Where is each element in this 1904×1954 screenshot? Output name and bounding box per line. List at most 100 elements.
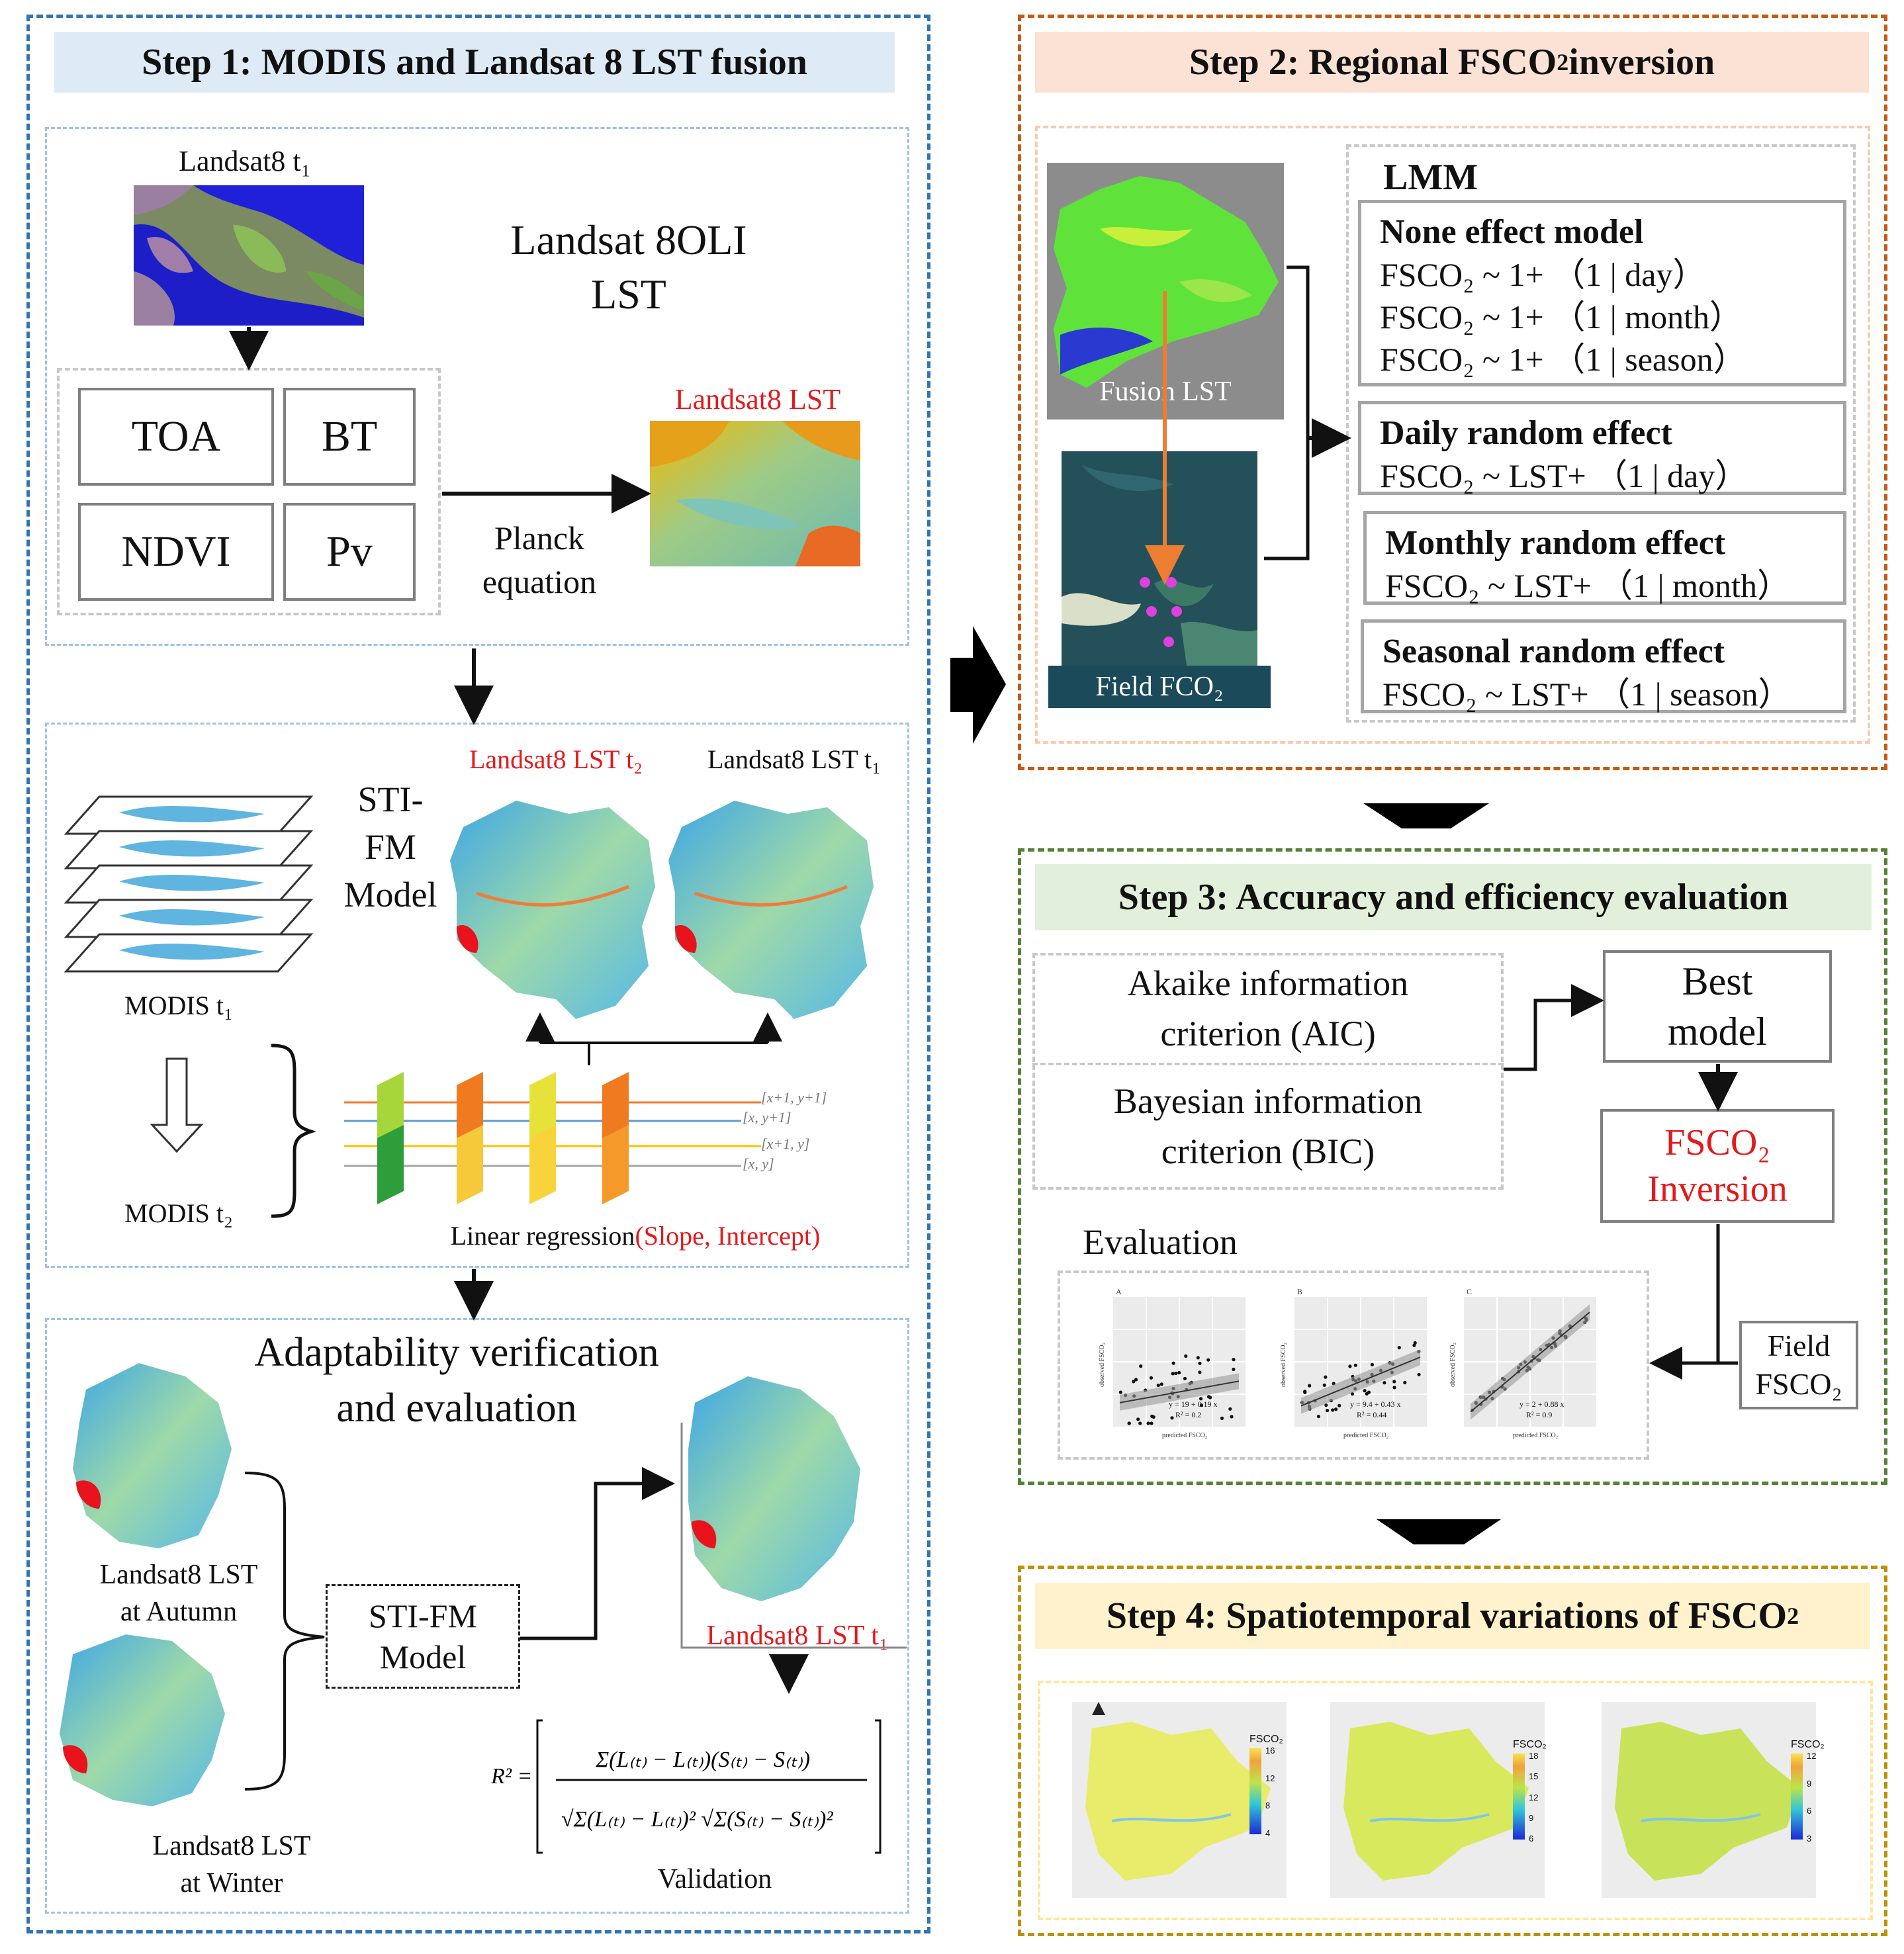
field-fco2-label: Field FCO₂ (1048, 666, 1271, 708)
scatter-point (1199, 1397, 1203, 1401)
scatter-point (1353, 1363, 1357, 1367)
scatter-point (1199, 1403, 1204, 1407)
band-toa: TOA (78, 388, 274, 486)
scatter-ylabel: observed FSCO₂ (1280, 1343, 1287, 1387)
legend-3-title: FSCO₂ (1791, 1739, 1825, 1750)
adapt-title: Adaptability verification and evaluation (254, 1330, 659, 1431)
scatter-point (1334, 1407, 1338, 1411)
scatter-point (1316, 1415, 1320, 1419)
scatter-tag: A (1116, 1288, 1122, 1296)
scatter-point (1134, 1378, 1138, 1382)
model-monthly: Monthly random effect FSCO₂ ~ LST+ （1 | … (1363, 511, 1846, 605)
legend-3-bar (1791, 1754, 1803, 1840)
field-fsco2-label: Field FSCO₂ (1755, 1329, 1842, 1401)
best-model-box: Best model (1603, 950, 1832, 1063)
field-image (1062, 451, 1257, 670)
scatter-point (1170, 1416, 1174, 1420)
down-arrow-2-3 (1363, 803, 1489, 828)
scatter-point (1136, 1417, 1140, 1421)
fsco2-map-2 (1330, 1702, 1545, 1898)
scatter-equation: y = 19 + 0.19 x (1169, 1399, 1218, 1409)
legend-1-bar (1249, 1748, 1261, 1834)
scatter-point (1324, 1375, 1328, 1379)
lst-t2-label: Landsat8 LST t₂ (469, 744, 643, 774)
landsat-lst-label: Landsat8 LST (674, 383, 841, 416)
legend-2-bar (1513, 1754, 1525, 1840)
scatter-point (1139, 1364, 1143, 1368)
scatter-fit-line (1119, 1380, 1240, 1403)
landsat-lst-image (650, 421, 860, 566)
stifm-box-label: STI-FM Model (369, 1597, 477, 1675)
step3-panel (1018, 848, 1887, 1485)
legend-1-title: FSCO₂ (1249, 1734, 1283, 1745)
scatter-point (1149, 1376, 1154, 1380)
scatter-point (1348, 1364, 1352, 1368)
landsat-t1-label: Landsat8 t₁ (179, 145, 311, 177)
evaluation-label: Evaluation (1083, 1222, 1238, 1262)
scatter-point (1174, 1371, 1178, 1376)
model-daily: Daily random effect FSCO₂ ~ LST+ （1 | da… (1358, 401, 1846, 495)
scatter-point (1196, 1356, 1200, 1360)
inversion-box: FSCO₂ Inversion (1600, 1109, 1835, 1223)
scatter-point (1324, 1403, 1328, 1407)
model-daily-name: Daily random effect (1380, 414, 1672, 452)
criteria-group (1032, 953, 1504, 1190)
model-none-name: None effect model (1380, 213, 1644, 251)
criteria-divider (1032, 1063, 1504, 1065)
model-seasonal: Seasonal random effect FSCO₂ ~ LST+ （1 |… (1361, 619, 1846, 713)
model-daily-eq: FSCO₂ ~ LST+ （1 | day） (1380, 457, 1748, 494)
validation-label: Validation (657, 1864, 772, 1894)
scatter-equation: y = 9.4 + 0.43 x (1350, 1399, 1401, 1409)
big-right-arrow (950, 626, 1006, 744)
band-ndvi: NDVI (78, 503, 274, 601)
scatter-point (1370, 1362, 1374, 1366)
scatter-fit-line (1470, 1311, 1590, 1413)
model-none: None effect model FSCO₂ ~ 1+ （1 | day） F… (1358, 200, 1846, 386)
landsat-t1-image (134, 185, 364, 326)
scatter-point (1206, 1395, 1211, 1399)
autumn-label: Landsat8 LST at Autumn (99, 1560, 258, 1627)
band-pv: Pv (283, 503, 416, 601)
scatter-point (1220, 1416, 1224, 1420)
scatter-point (1146, 1421, 1150, 1425)
scatter-point (1303, 1390, 1307, 1394)
model-none-eq1: FSCO₂ ~ 1+ （1 | day） (1380, 256, 1706, 293)
band-bt: BT (283, 388, 416, 486)
scatter-ylabel: observed FSCO₂ (1449, 1343, 1457, 1387)
scatter-xlabel: predicted FSCO₂ (1513, 1432, 1558, 1439)
scatter-point (1365, 1392, 1369, 1396)
model-none-eq2: FSCO₂ ~ 1+ （1 | month） (1380, 298, 1743, 335)
scatter-point (1206, 1358, 1210, 1362)
scatter-tag: C (1467, 1288, 1472, 1296)
grid-label-3: [x+1, y] (761, 1135, 810, 1152)
scatter-point (1177, 1370, 1181, 1375)
scatter-point (1184, 1354, 1188, 1358)
scatter-point (1392, 1380, 1396, 1384)
step4-inner (1038, 1681, 1873, 1920)
scatter-point (1171, 1372, 1175, 1376)
best-model-label: Best model (1668, 959, 1767, 1053)
aic-label: Akaike information criterion (AIC) (1127, 963, 1409, 1053)
scatter-point (1198, 1370, 1202, 1374)
scatter-point (1363, 1389, 1367, 1393)
step3-title: Step 3: Accuracy and efficiency evaluati… (1035, 864, 1872, 930)
step1-sub-lst (45, 127, 909, 646)
bic-label: Bayesian information criterion (BIC) (1113, 1081, 1423, 1171)
step4-panel (1018, 1566, 1887, 1936)
scatter-xlabel: predicted FSCO₂ (1343, 1432, 1388, 1439)
grid-label-4: [x, y] (743, 1155, 774, 1172)
scatter-point (1230, 1415, 1234, 1419)
scatter-point (1322, 1383, 1326, 1387)
scatter-point (1337, 1403, 1341, 1407)
step2-panel (1018, 15, 1887, 770)
scatter-tag: B (1297, 1288, 1302, 1296)
scatter-point (1326, 1409, 1330, 1413)
scatter-point (1150, 1414, 1154, 1418)
scatter-point (1308, 1384, 1312, 1388)
step1-title: Step 1: MODIS and Landsat 8 LST fusion (54, 32, 895, 93)
